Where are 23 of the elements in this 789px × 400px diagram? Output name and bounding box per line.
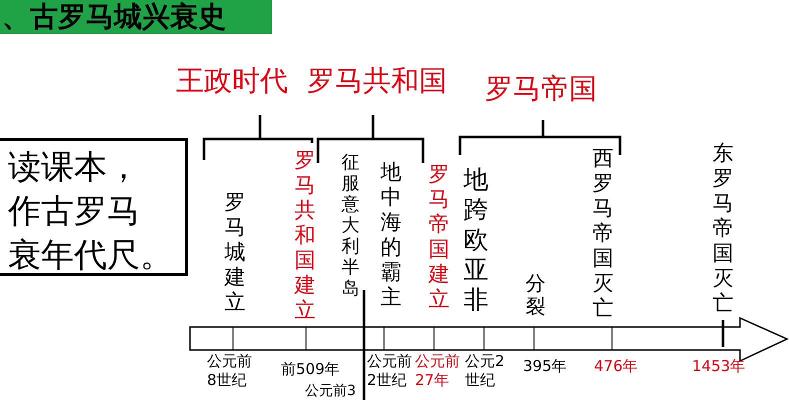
date-label: 476年	[594, 357, 638, 375]
event-label: 征服意大利半岛	[341, 152, 360, 299]
event-label: 地跨欧亚非	[463, 165, 489, 315]
event-label: 罗马帝国建立	[428, 162, 450, 312]
date-label: 公元前27年	[415, 352, 461, 390]
event-label: 地中海的霸主	[380, 160, 402, 310]
event-label: 东罗马帝国灭亡	[712, 141, 734, 316]
event-label: 分裂	[525, 272, 546, 318]
period-heading: 王政时代	[176, 64, 288, 98]
instruction-box: 读课本，作古罗马衰年代尺。	[0, 138, 188, 276]
date-label: 1453年	[692, 357, 746, 375]
event-label: 罗马城建立	[224, 190, 246, 315]
date-label: 公元前3	[305, 383, 356, 400]
date-label: 前509年	[281, 360, 340, 378]
event-label: 西罗马帝国灭亡	[592, 146, 614, 321]
date-label: 395年	[523, 357, 567, 375]
period-heading: 罗马帝国	[485, 72, 597, 106]
date-label: 公元前2世纪	[367, 352, 413, 390]
date-label: 公元2世纪	[465, 352, 506, 390]
period-heading: 罗马共和国	[307, 64, 447, 98]
date-label: 公元前8世纪	[207, 352, 253, 390]
title-banner: 、古罗马城兴衰史	[0, 0, 272, 34]
event-label: 罗马共和国建立	[294, 148, 316, 323]
